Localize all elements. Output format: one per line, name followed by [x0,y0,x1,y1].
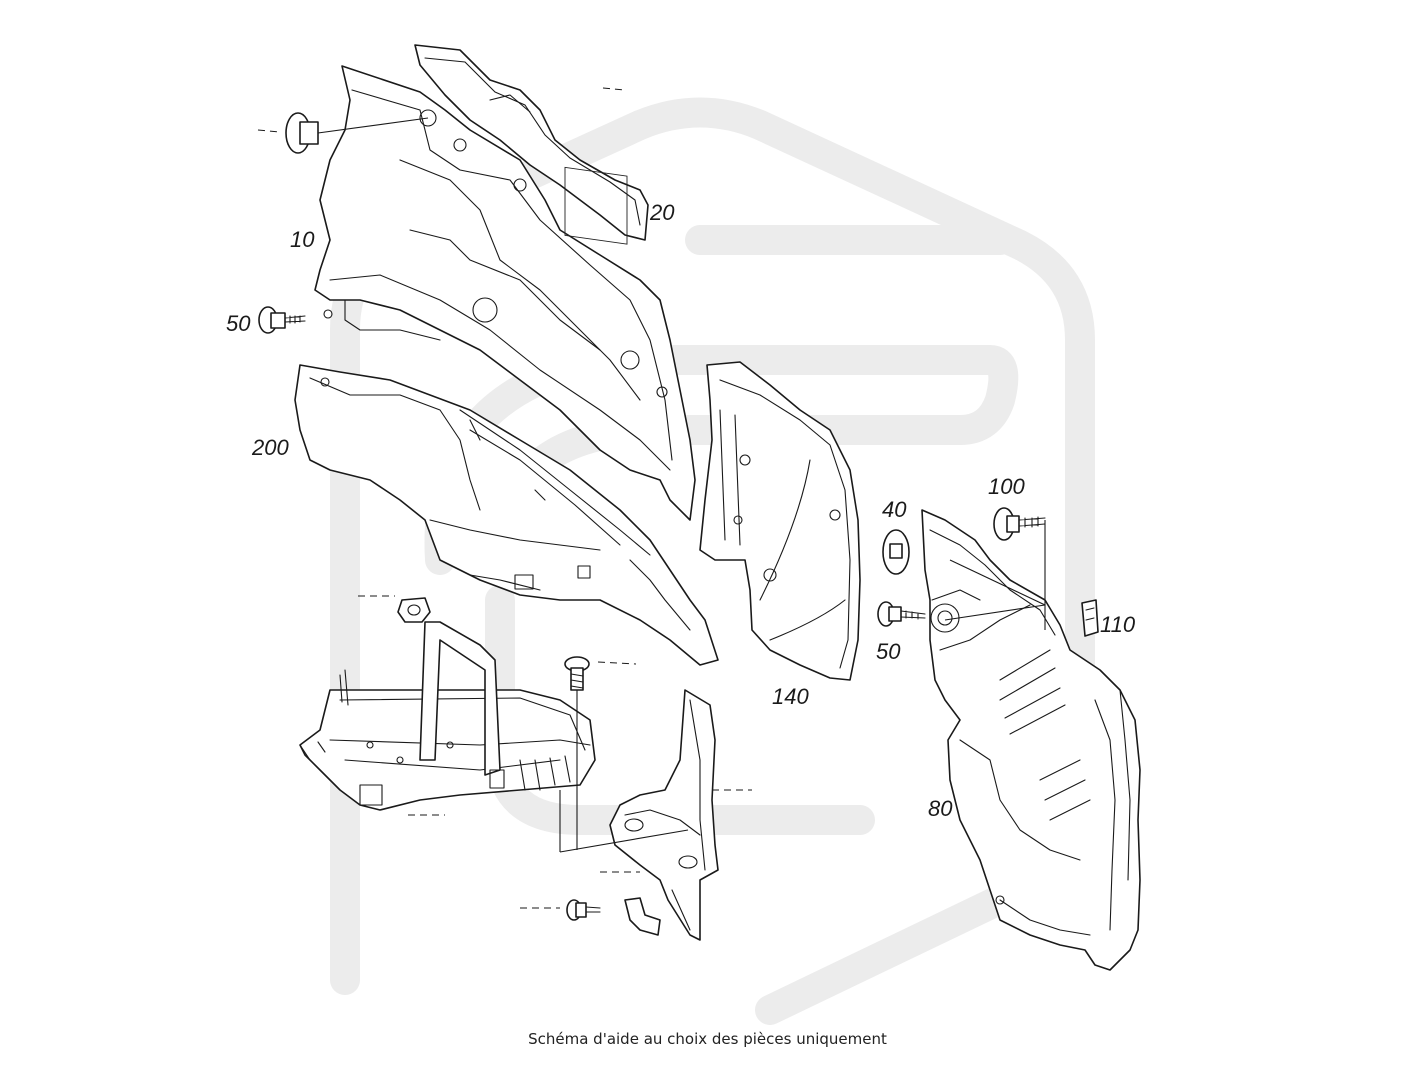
callout-50-left: 50 [226,311,251,336]
dash-nut-top [257,129,281,133]
callout-140: 140 [772,684,809,709]
part-140-shield-plate[interactable] [699,361,861,681]
callout-10: 10 [290,227,315,252]
dash-label-patch [602,87,626,91]
bolt-100[interactable] [993,507,1046,541]
bolt-center[interactable] [564,656,590,691]
bolt-50-right[interactable] [877,601,926,627]
callout-110: 110 [1100,612,1136,637]
clip-bottom[interactable] [624,897,661,936]
bracket[interactable] [559,689,719,941]
part-200-lower-shield[interactable] [294,364,719,666]
label-patch [564,166,628,245]
part-10-heat-shield[interactable] [314,65,696,521]
nut-battery-top[interactable] [397,597,431,623]
bolt-50-left[interactable] [258,306,306,334]
part-80-right-shield[interactable] [921,509,1141,971]
callout-100: 100 [988,474,1025,499]
callout-20: 20 [649,200,675,225]
leader-lines-right [944,520,1046,630]
callout-50-right: 50 [876,639,901,664]
bolt-bottom[interactable] [566,899,601,921]
footer-caption: Schéma d'aide au choix des pièces unique… [528,1030,887,1048]
flange-nut-top[interactable] [285,112,429,154]
callout-80: 80 [928,796,953,821]
callout-200: 200 [251,435,289,460]
callout-40: 40 [882,497,907,522]
washer-40[interactable] [882,529,910,575]
dash-bolt-center [597,661,637,665]
clip-110[interactable] [1081,599,1099,637]
